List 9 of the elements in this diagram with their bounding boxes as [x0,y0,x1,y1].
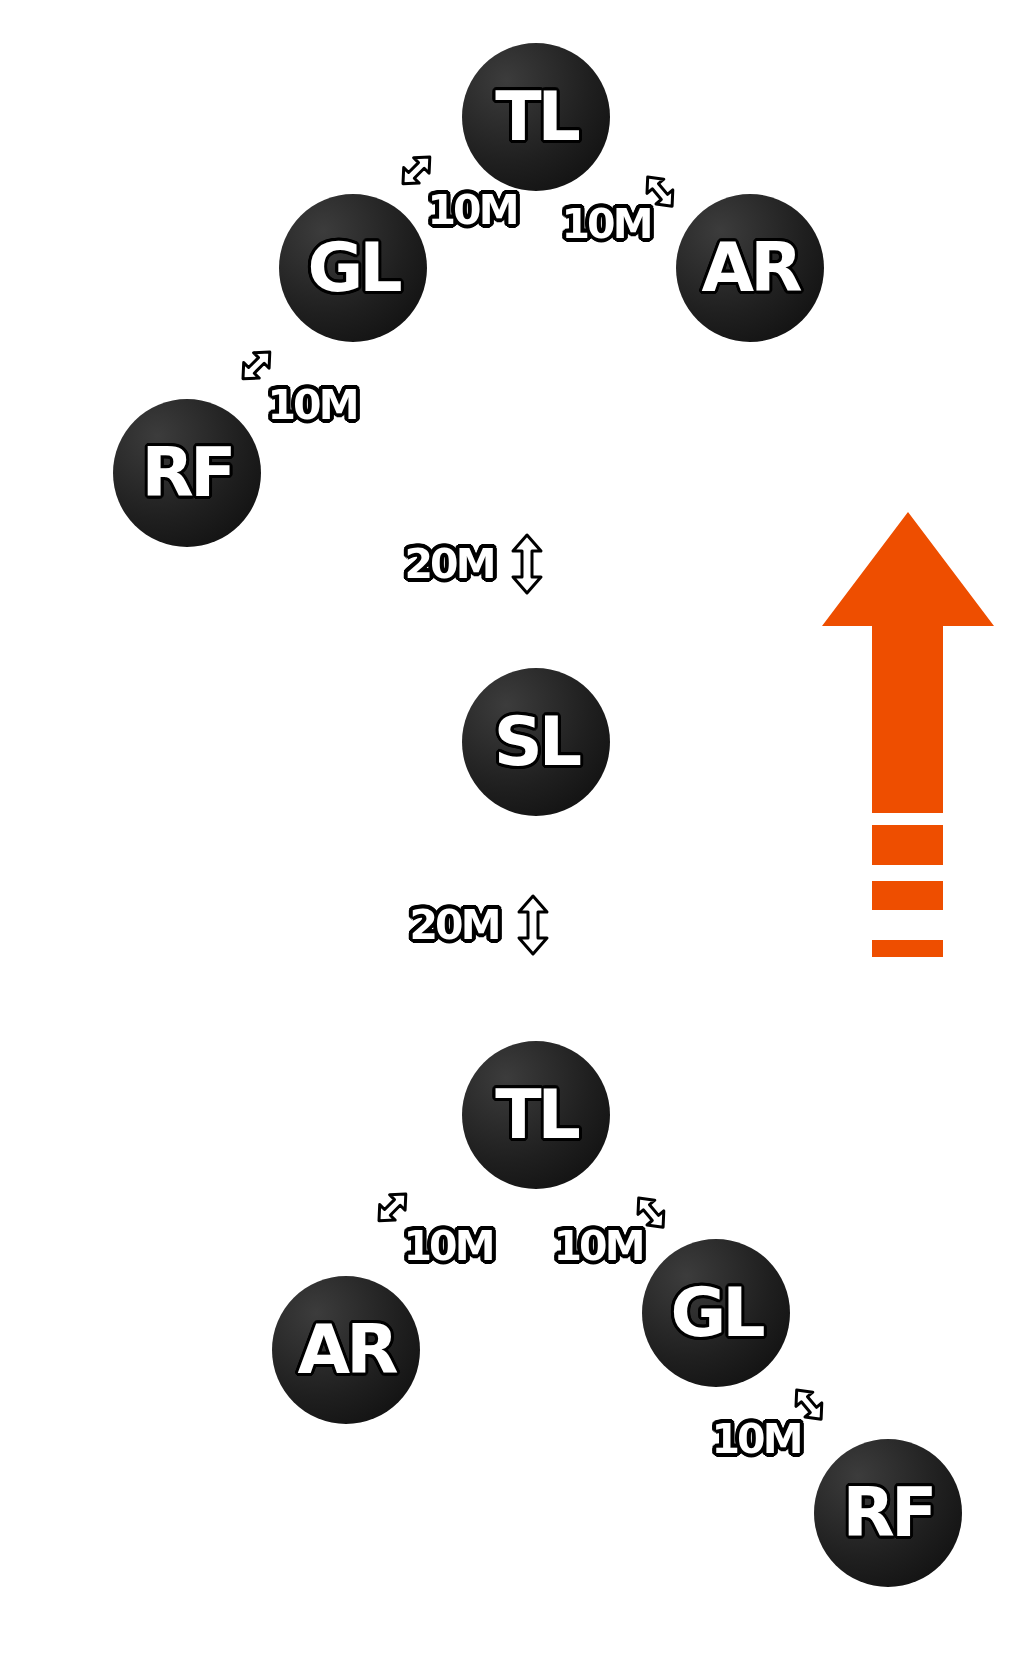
position-label: RF [141,439,233,507]
position-label: GL [307,234,399,302]
position-label: TL [495,83,577,151]
position-label: TL [495,1081,577,1149]
position-label: AR [297,1316,395,1384]
position-label: GL [670,1279,762,1347]
position-label: AR [701,234,799,302]
position-label: SL [493,708,579,776]
position-label: RF [842,1479,934,1547]
